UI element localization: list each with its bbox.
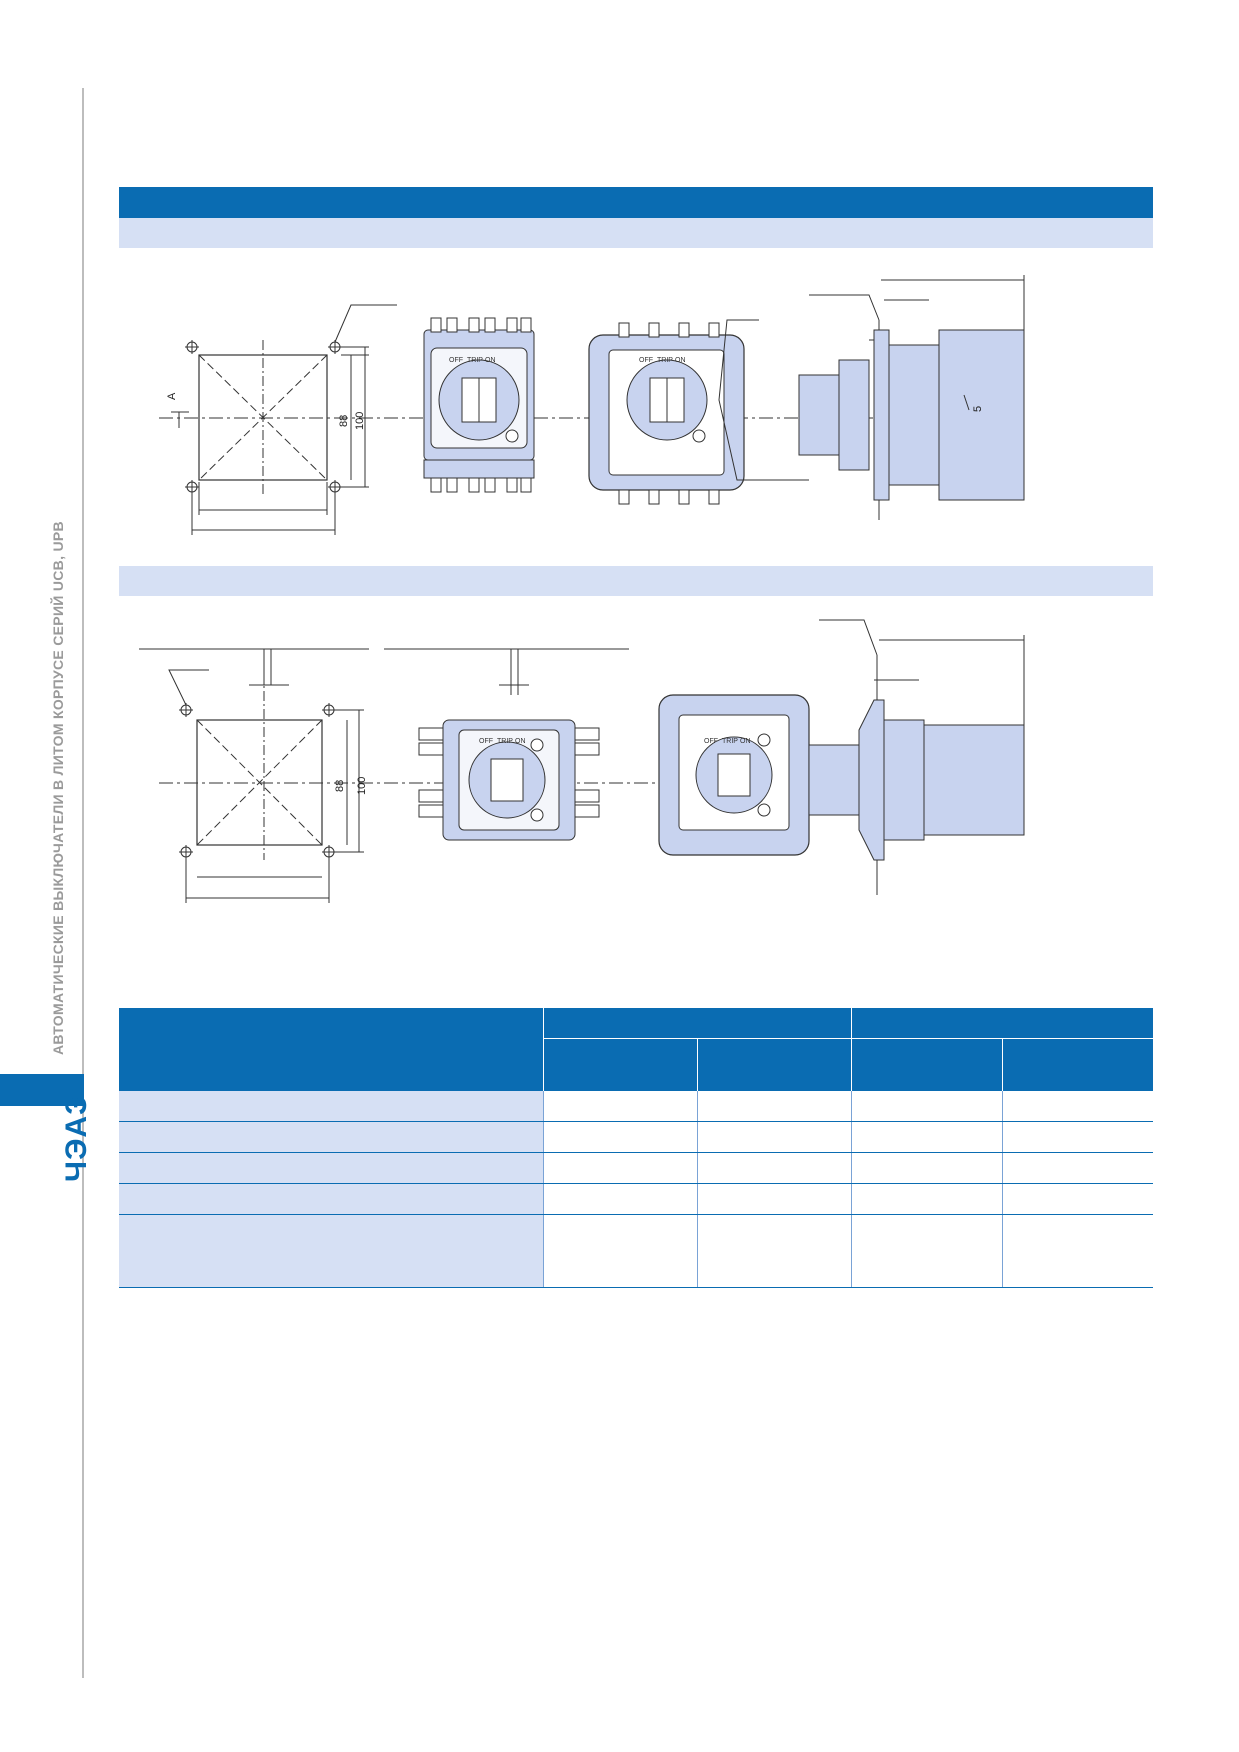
- handle-label-on: ON: [740, 738, 751, 745]
- dim-100-top: 100: [354, 412, 366, 430]
- handle-label-on: ON: [515, 738, 526, 745]
- handle-label-on: ON: [675, 357, 686, 364]
- handle-label-off: OFF: [479, 738, 493, 745]
- dim-100-bottom: 100: [356, 777, 368, 795]
- section-header-band: [119, 187, 1153, 218]
- table-header-col-4: [1002, 1038, 1153, 1091]
- table-header-col-2: [697, 1038, 852, 1091]
- table-header-label: [119, 1008, 544, 1091]
- handle-label-trip: TRIP: [467, 357, 483, 364]
- mount-holes: [185, 340, 342, 494]
- breaker-side-view-2: [808, 619, 1025, 895]
- table-row: [119, 1183, 1153, 1215]
- dim-88-bottom: 88: [334, 780, 346, 792]
- handle-label-off: OFF: [639, 357, 653, 364]
- table-row: [119, 1121, 1153, 1153]
- handle-label-on: ON: [485, 357, 496, 364]
- subsection-band-1: [119, 218, 1153, 248]
- table-header-group-2: [851, 1008, 1153, 1039]
- dim-5-top: 5: [972, 406, 984, 412]
- subsection-band-2: [119, 566, 1153, 596]
- table-header-group-1: [543, 1008, 852, 1039]
- table-row: [119, 1214, 1153, 1288]
- handle-label-trip: TRIP: [497, 738, 513, 745]
- handle-label-off: OFF: [449, 357, 463, 364]
- table-row: [119, 1091, 1153, 1122]
- breaker-side-view: [718, 275, 1025, 520]
- handle-label-off: OFF: [704, 738, 718, 745]
- table-header-col-1: [543, 1038, 698, 1091]
- brand-bar: [0, 1074, 84, 1106]
- label-a: A: [166, 392, 178, 400]
- handle-label-trip: TRIP: [657, 357, 673, 364]
- page-margin-line: [82, 88, 84, 1678]
- side-title: АВТОМАТИЧЕСКИЕ ВЫКЛЮЧАТЕЛИ В ЛИТОМ КОРПУ…: [50, 521, 66, 1055]
- brand-logo: ЧЭАЗ: [60, 1095, 93, 1182]
- dim-88-top: 88: [338, 415, 350, 427]
- spec-table: [119, 1008, 1153, 1288]
- table-header-col-3: [851, 1038, 1003, 1091]
- handle-label-trip: TRIP: [722, 738, 738, 745]
- table-row: [119, 1152, 1153, 1184]
